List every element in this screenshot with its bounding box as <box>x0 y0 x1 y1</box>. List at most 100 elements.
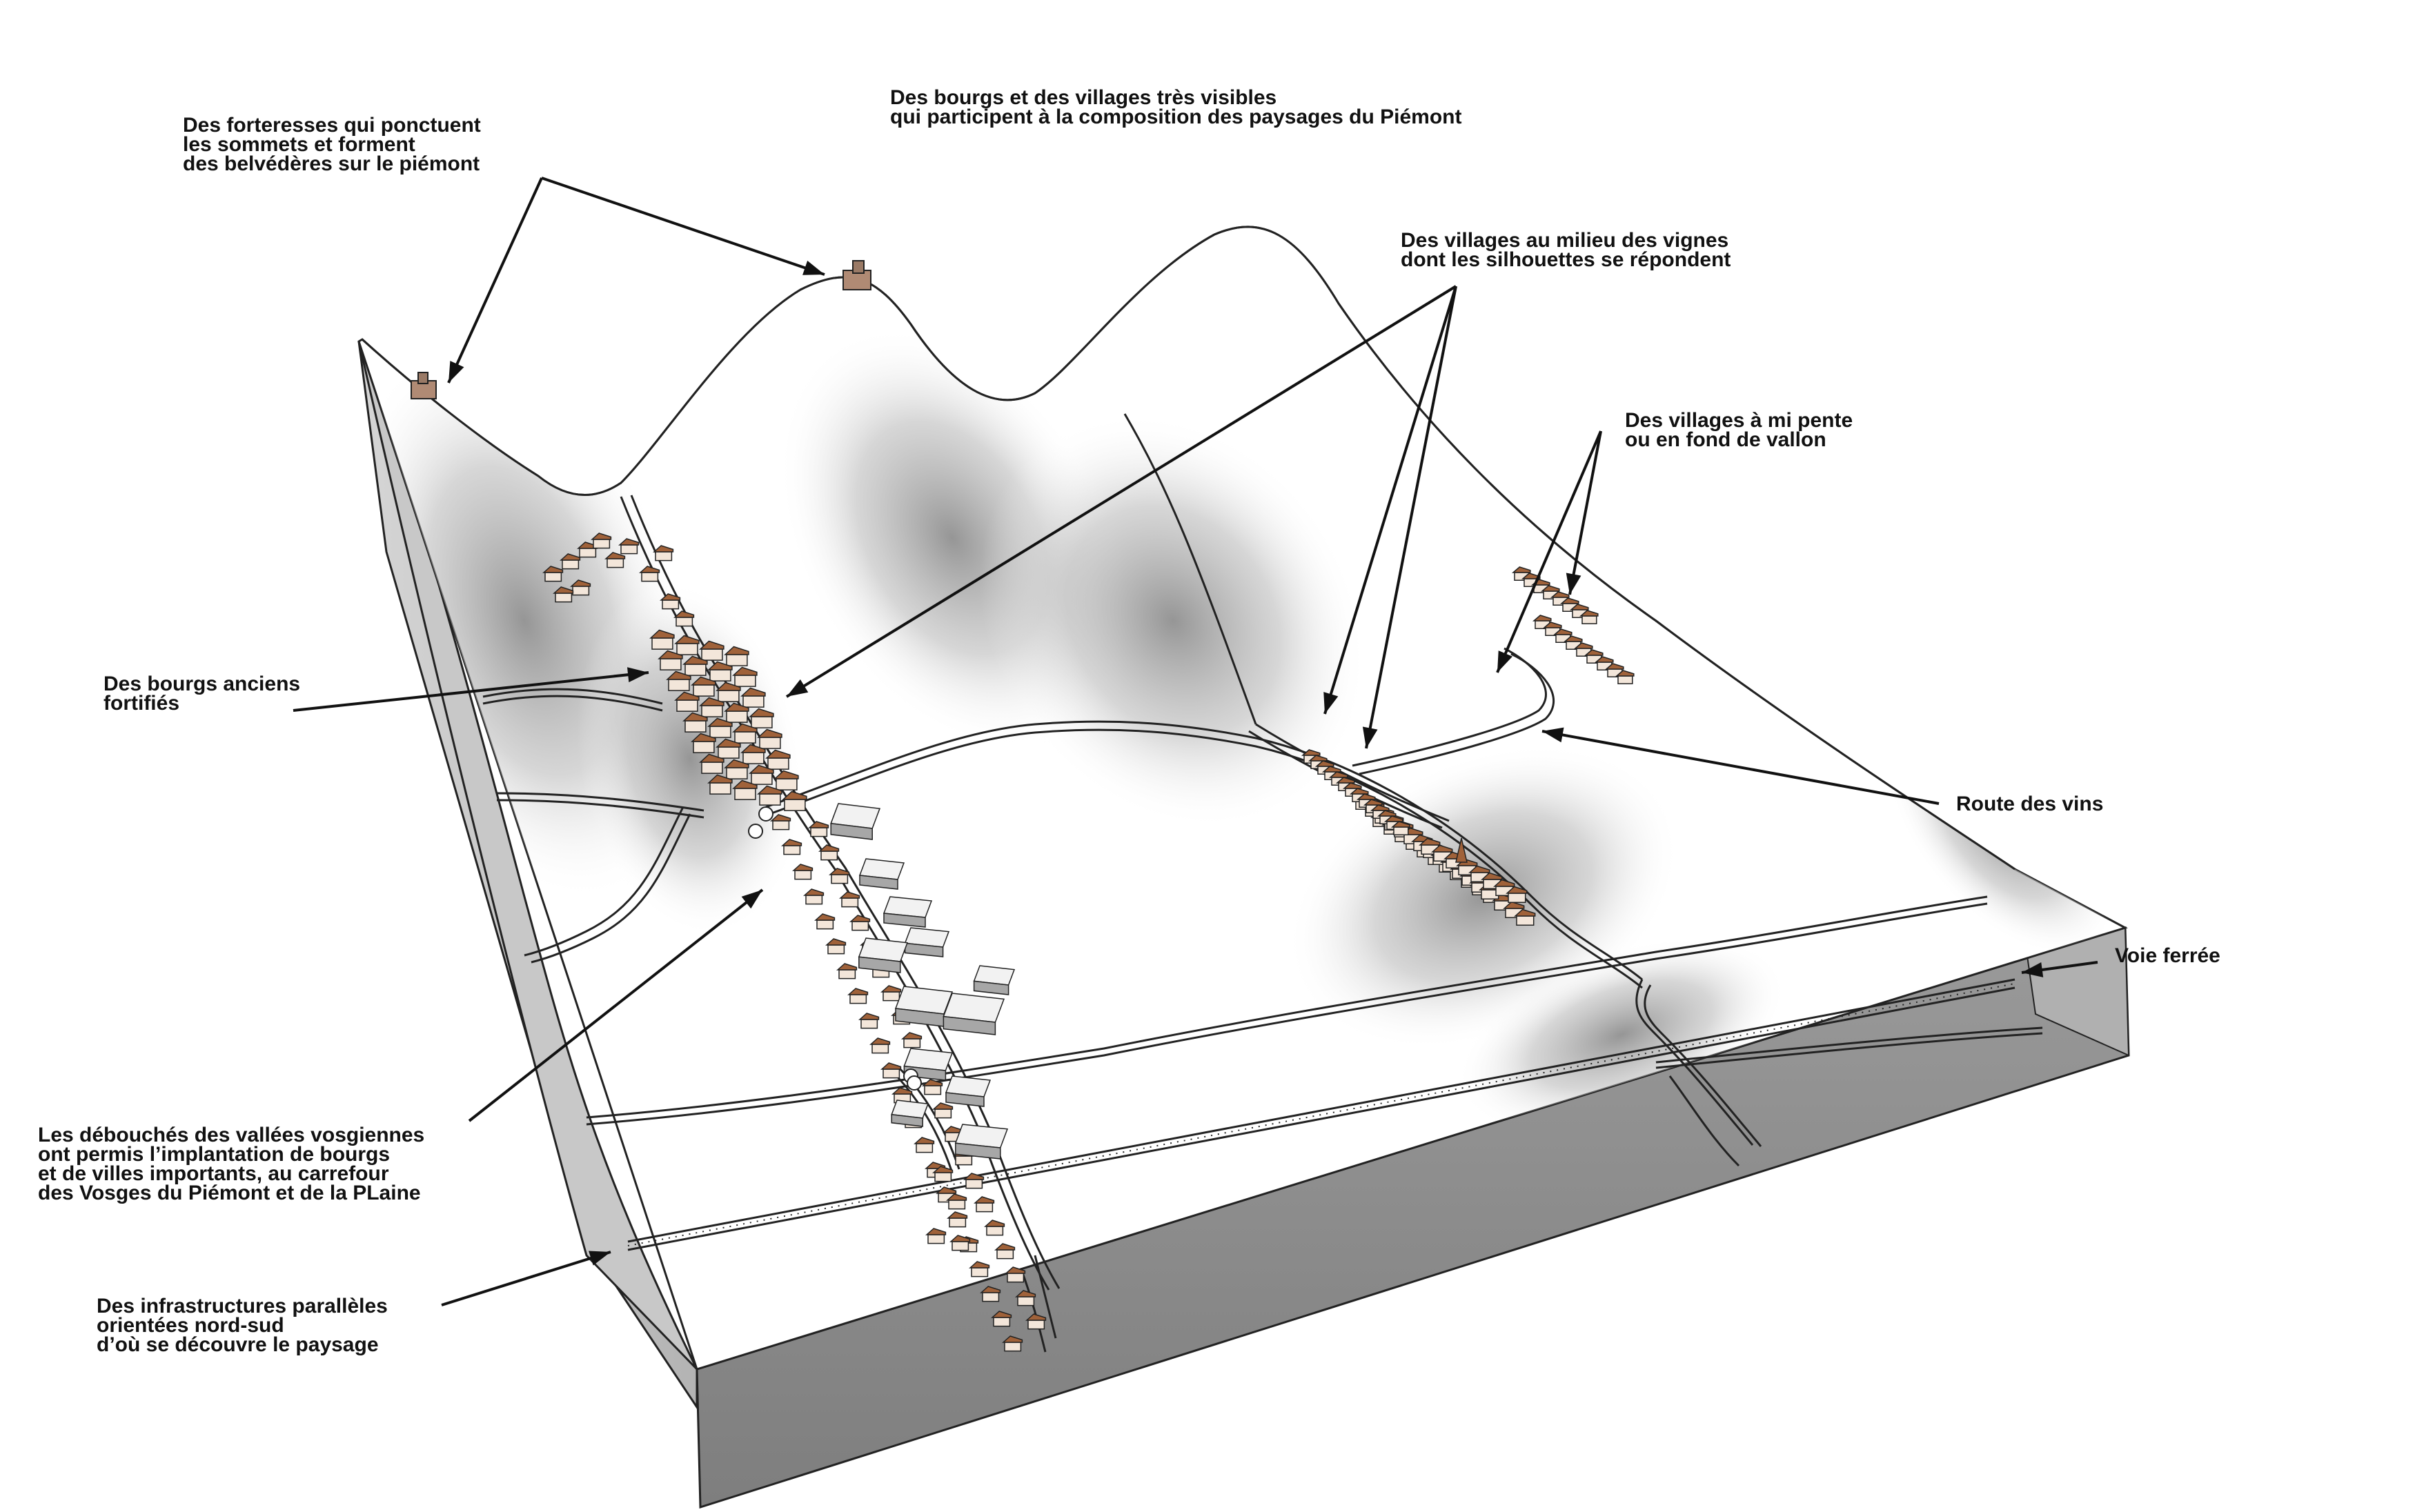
label-line: orientées nord-sud <box>97 1314 284 1337</box>
building <box>963 1173 985 1189</box>
label-line: des Vosges du Piémont et de la PLaine <box>38 1182 421 1204</box>
building <box>553 586 574 603</box>
building <box>740 687 766 708</box>
industrial-building <box>830 803 881 840</box>
building <box>914 1137 935 1153</box>
building <box>591 533 612 549</box>
building <box>901 1032 923 1048</box>
building <box>1615 670 1635 684</box>
callout-arrow-line <box>1541 730 1940 805</box>
building <box>716 738 741 759</box>
building <box>839 891 860 908</box>
industrial-building <box>894 986 954 1027</box>
callout-arrow-line <box>785 285 1457 698</box>
building <box>604 552 626 568</box>
label-line: Des bourgs et des villages très visibles <box>890 86 1277 109</box>
industrial-building <box>943 993 1005 1035</box>
label-line: et de villes importants, au carrefour <box>38 1162 389 1185</box>
building <box>653 545 674 561</box>
callout-arrow-line <box>1365 286 1457 749</box>
callout-arrow-line <box>441 1251 611 1306</box>
label-line: dont les silhouettes se répondent <box>1401 248 1731 271</box>
callout-arrows <box>293 177 2098 1306</box>
building <box>1025 1313 1047 1330</box>
building <box>947 1211 968 1228</box>
building <box>724 759 749 779</box>
building <box>858 1013 880 1029</box>
callout-arrow-head <box>589 1251 611 1266</box>
label-line: qui participent à la composition des pay… <box>890 106 1462 128</box>
callout-arrow-head <box>1566 573 1581 595</box>
building <box>577 541 598 558</box>
building <box>639 566 660 582</box>
callout-arrow-head <box>1362 726 1378 748</box>
callout-arrow-head <box>1323 692 1339 714</box>
label-line: Des forteresses qui ponctuent <box>183 114 481 137</box>
building <box>740 744 766 764</box>
label-debouches: Les débouchés des vallées vosgiennes ont… <box>38 1124 425 1204</box>
building <box>946 1193 967 1210</box>
building <box>814 913 836 930</box>
building <box>649 629 675 650</box>
building <box>1514 908 1536 926</box>
label-infrastructures: Des infrastructures parallèles orientées… <box>97 1295 388 1355</box>
building <box>825 938 847 955</box>
label-route-vins: Route des vins <box>1956 794 2103 815</box>
building <box>969 1261 990 1277</box>
industrial-building <box>954 1124 1009 1160</box>
road-network <box>482 413 2043 1353</box>
building <box>922 1079 943 1095</box>
building <box>792 864 814 880</box>
building <box>880 1062 902 1079</box>
building <box>682 655 708 676</box>
label-voie-ferree: Voie ferrée <box>2115 946 2220 966</box>
building <box>781 839 802 855</box>
building <box>749 764 774 785</box>
building <box>674 691 700 712</box>
building-clusters <box>542 533 1635 1352</box>
roundabout <box>748 824 763 839</box>
building <box>1579 610 1599 624</box>
label-line: ont permis l’implantation de bourgs <box>38 1143 391 1166</box>
building <box>732 723 758 744</box>
building <box>707 661 733 682</box>
building <box>880 985 902 1002</box>
building <box>707 774 733 795</box>
roundabout <box>907 1075 922 1091</box>
building <box>707 717 733 738</box>
building <box>691 733 716 753</box>
building <box>1015 1290 1036 1306</box>
label-bourgs-villages: Des bourgs et des villages très visibles… <box>890 86 1462 128</box>
callout-arrow-line <box>1496 430 1602 673</box>
label-line: Des infrastructures parallèles <box>97 1295 388 1317</box>
building <box>773 770 799 790</box>
building <box>980 1286 1001 1302</box>
callout-arrow-head <box>2022 962 2044 977</box>
building <box>674 635 700 655</box>
building <box>808 821 829 837</box>
building <box>716 682 741 702</box>
building <box>932 1102 954 1119</box>
callout-arrow-line <box>541 177 825 276</box>
castle-top-icon <box>842 260 871 290</box>
label-line: fortifiés <box>103 692 180 715</box>
building <box>829 868 850 884</box>
railway <box>627 978 2015 1251</box>
callout-arrow-line <box>1568 430 1602 595</box>
label-line: les sommets et forment <box>183 133 415 156</box>
industrial-building <box>945 1075 992 1107</box>
building <box>925 1228 947 1244</box>
callout-arrow-line <box>293 671 649 712</box>
label-villages-mi-pente: Des villages à mi pente ou en fond de va… <box>1625 410 1853 450</box>
callout-arrow-head <box>787 679 809 697</box>
label-line: Voie ferrée <box>2115 944 2220 967</box>
callout-arrow-head <box>627 667 649 683</box>
label-line: Les débouchés des vallées vosgiennes <box>38 1124 425 1146</box>
roundabout <box>758 806 773 822</box>
building <box>699 697 724 717</box>
building <box>1390 821 1410 835</box>
callout-arrow-head <box>1542 727 1564 743</box>
callout-arrow-head <box>1497 650 1512 673</box>
ridge-line <box>361 226 2015 871</box>
